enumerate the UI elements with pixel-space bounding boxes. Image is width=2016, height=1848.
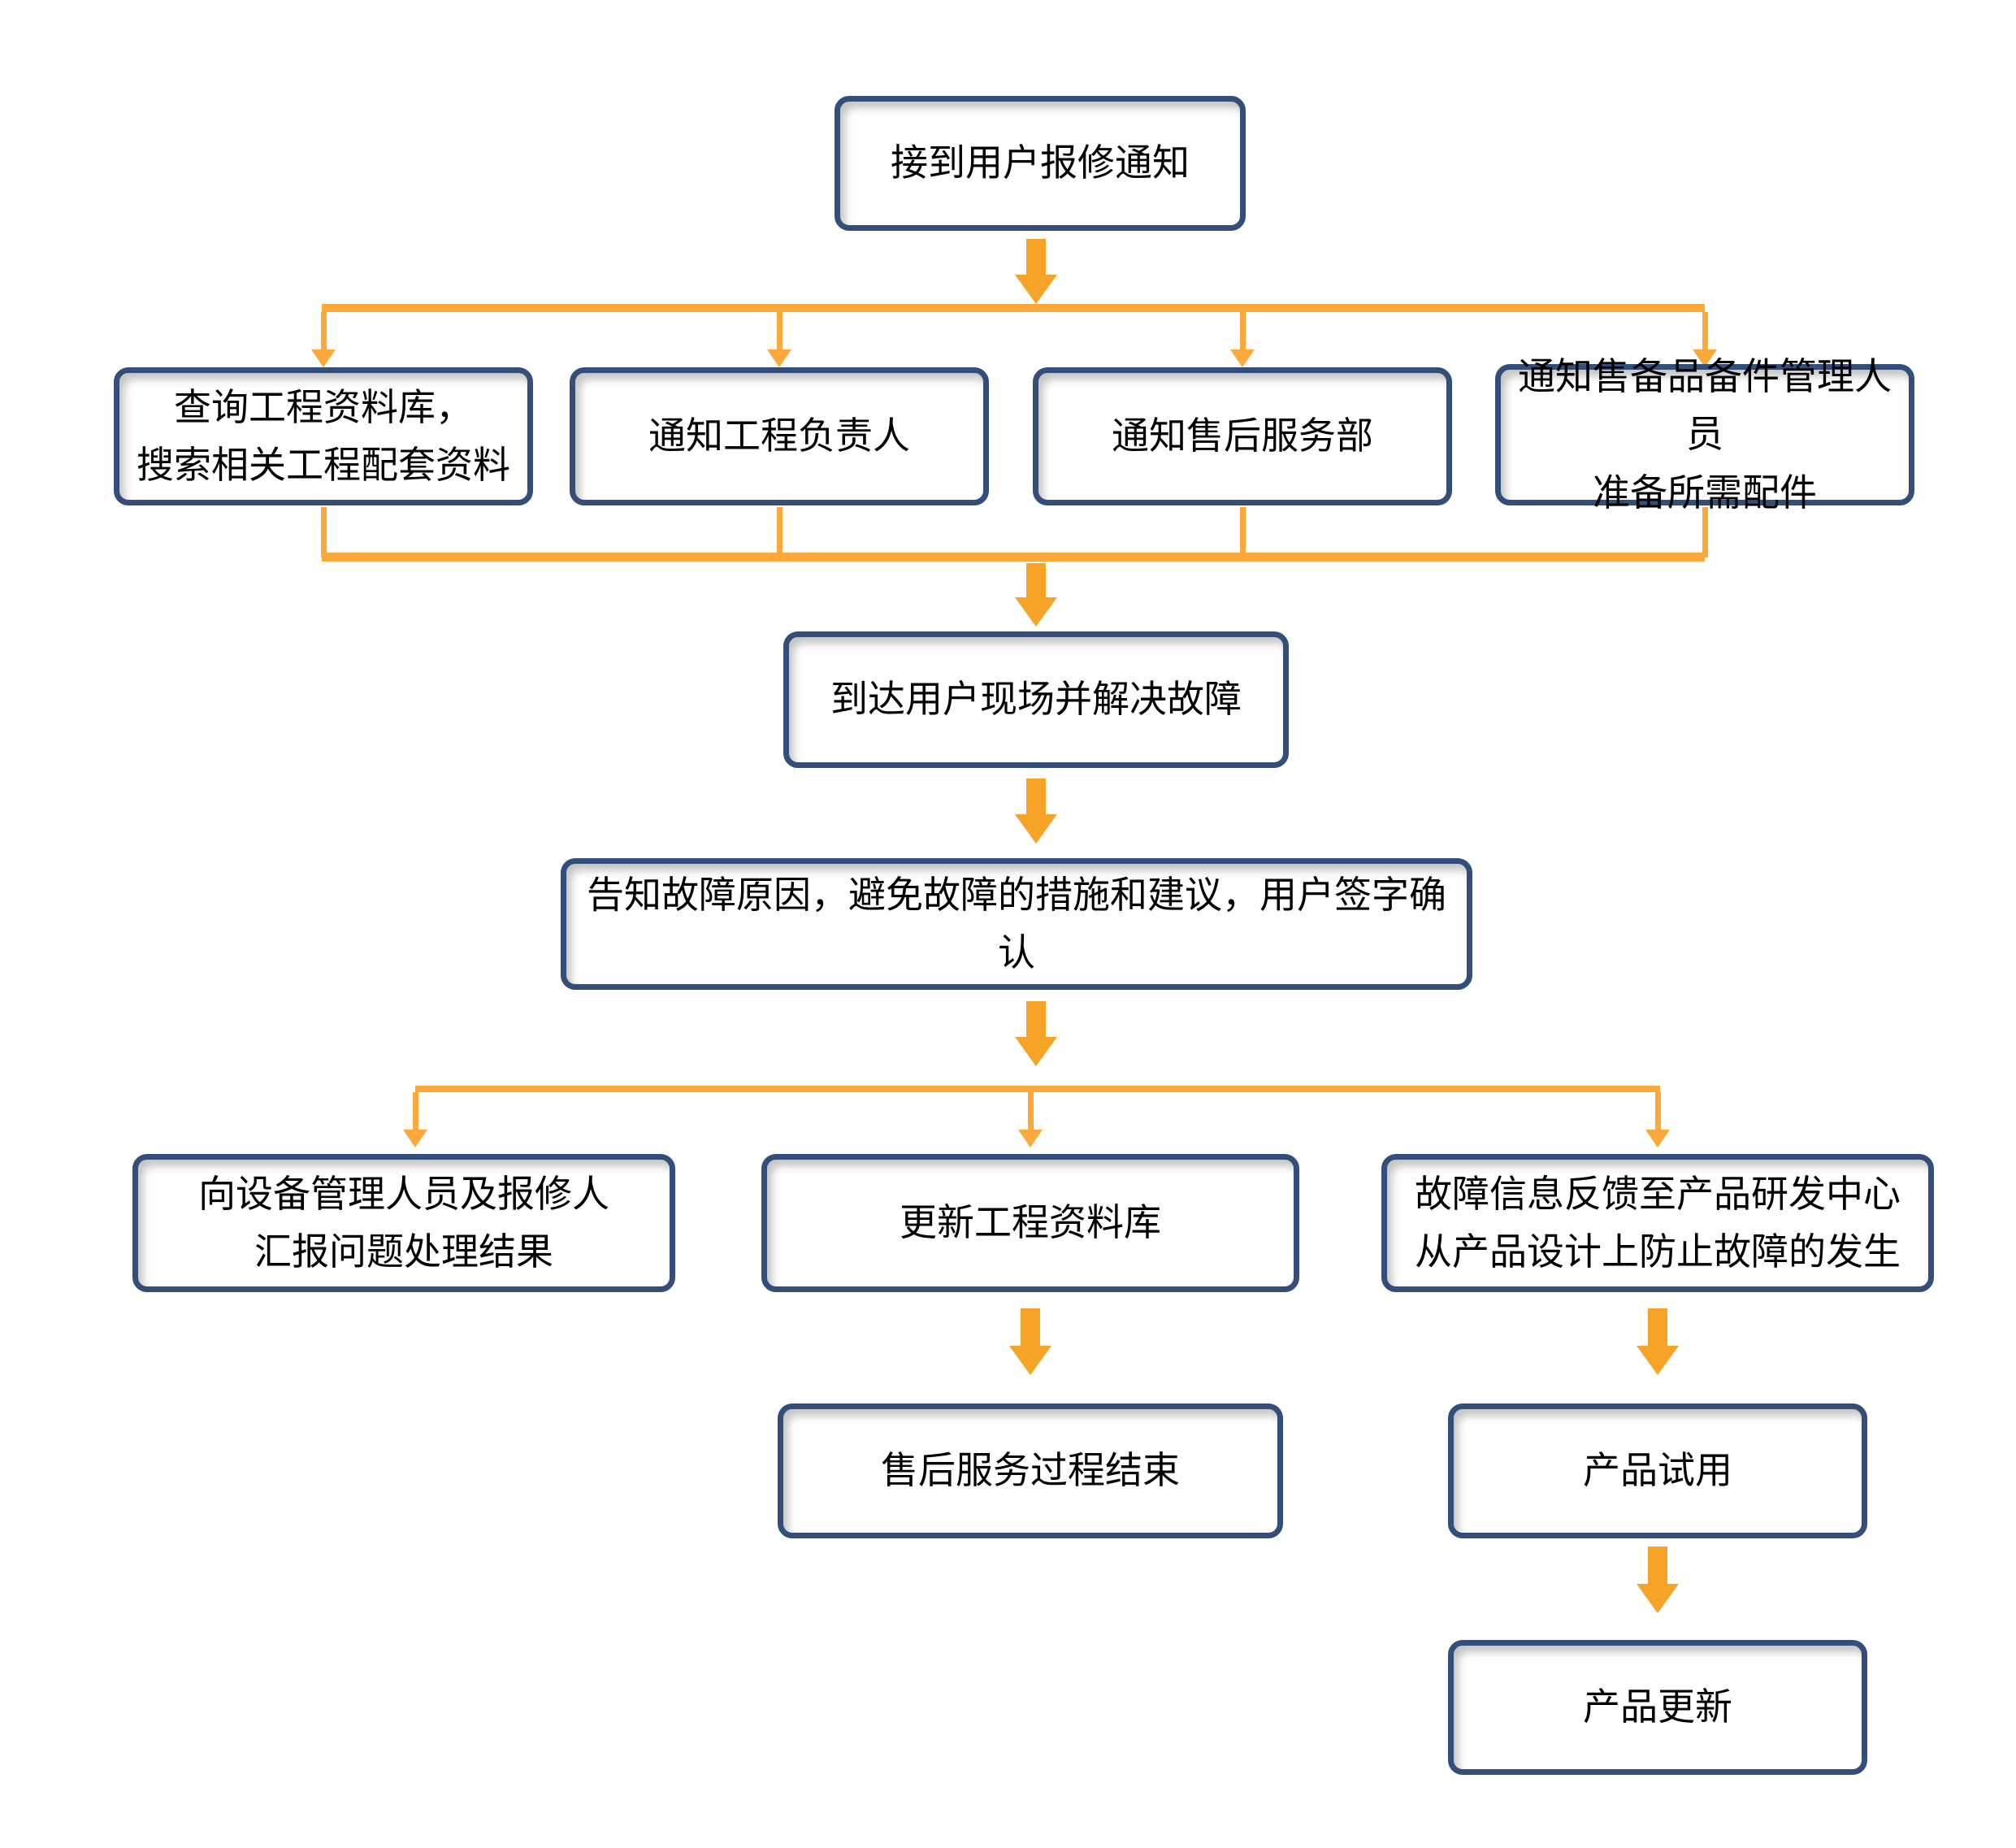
arrow-stem — [776, 312, 783, 349]
node-label: 查询工程资料库， 搜索相关工程配套资料 — [137, 385, 510, 486]
node-label: 通知工程负责人 — [648, 414, 910, 458]
converge-line-3 — [1240, 507, 1246, 557]
arrow-stem — [1702, 312, 1708, 349]
node-label: 通知售后服务部 — [1112, 414, 1373, 458]
arrow-stem — [1027, 1092, 1034, 1130]
branch1-drop-arrow-1 — [311, 312, 336, 367]
arrow-stem — [1648, 1547, 1667, 1584]
branch1-drop-arrow-2 — [767, 312, 791, 367]
arrow-update-to-end — [1009, 1308, 1051, 1375]
node-notify-spare-parts-manager: 通知售备品备件管理人员 准备所需配件 — [1495, 355, 1914, 514]
node-label: 产品试用 — [1583, 1449, 1732, 1492]
node-label: 产品更新 — [1583, 1685, 1732, 1729]
arrow-stem — [1026, 563, 1046, 597]
node-feedback-rd-center: 故障信息反馈至产品研发中心 从产品设计上防止故障的发生 — [1381, 1154, 1934, 1292]
arrow-inform-to-branch2 — [1015, 1001, 1057, 1066]
arrow-arrive-to-inform — [1015, 779, 1057, 844]
arrow-receive-to-branch1 — [1015, 239, 1057, 304]
node-label: 到达用户现场并解决故障 — [830, 678, 1242, 721]
branch2-drop-arrow-3 — [1645, 1092, 1670, 1147]
arrow-converge-to-arrive — [1015, 563, 1057, 627]
branch2-line — [415, 1086, 1660, 1092]
branch1-drop-arrow-4 — [1693, 312, 1717, 367]
node-product-trial: 产品试用 — [1448, 1403, 1867, 1538]
node-notify-after-sales-dept: 通知售后服务部 — [1033, 367, 1452, 505]
node-label: 接到用户报修通知 — [891, 141, 1190, 184]
arrow-stem — [320, 312, 327, 349]
converge-line-1 — [321, 507, 327, 557]
branch1-line — [322, 304, 1705, 312]
converge-line — [322, 553, 1705, 562]
arrow-stem — [1654, 1092, 1661, 1130]
arrow-head — [1637, 1346, 1679, 1375]
node-service-end: 售后服务过程结束 — [778, 1403, 1283, 1538]
converge-line-4 — [1702, 507, 1708, 557]
arrow-head — [1009, 1346, 1051, 1375]
arrow-head — [1018, 1130, 1043, 1147]
converge-line-2 — [777, 507, 783, 557]
node-label: 更新工程资料库 — [900, 1201, 1161, 1244]
arrow-head — [1230, 349, 1255, 367]
arrow-stem — [412, 1092, 418, 1130]
node-receive-notice: 接到用户报修通知 — [835, 96, 1246, 231]
node-label: 售后服务过程结束 — [881, 1449, 1180, 1492]
node-label: 通知售备品备件管理人员 准备所需配件 — [1518, 355, 1892, 514]
node-label: 告知故障原因，避免故障的措施和建议，用户签字确认 — [587, 873, 1446, 974]
node-notify-engineer: 通知工程负责人 — [570, 367, 989, 505]
branch2-drop-arrow-2 — [1018, 1092, 1043, 1147]
node-label: 向设备管理人员及报修人 汇报问题处理结果 — [198, 1172, 609, 1273]
arrow-stem — [1648, 1308, 1667, 1346]
node-query-database: 查询工程资料库， 搜索相关工程配套资料 — [114, 367, 533, 505]
arrow-stem — [1021, 1308, 1040, 1346]
arrow-head — [403, 1130, 427, 1147]
arrow-head — [1015, 275, 1057, 304]
arrow-head — [1637, 1584, 1679, 1613]
branch2-drop-arrow-1 — [403, 1092, 427, 1147]
node-label: 故障信息反馈至产品研发中心 从产品设计上防止故障的发生 — [1415, 1172, 1901, 1273]
branch1-drop-arrow-3 — [1230, 312, 1255, 367]
arrow-stem — [1026, 1001, 1046, 1037]
node-report-result: 向设备管理人员及报修人 汇报问题处理结果 — [132, 1154, 675, 1292]
arrow-head — [1645, 1130, 1670, 1147]
node-update-database: 更新工程资料库 — [761, 1154, 1299, 1292]
node-inform-cause-sign: 告知故障原因，避免故障的措施和建议，用户签字确认 — [561, 858, 1472, 990]
arrow-feedback-to-trial — [1637, 1308, 1679, 1375]
arrow-head — [311, 349, 336, 367]
arrow-head — [1015, 814, 1057, 844]
arrow-head — [1693, 349, 1717, 367]
arrow-trial-to-update — [1637, 1547, 1679, 1613]
node-product-update: 产品更新 — [1448, 1640, 1867, 1775]
arrow-head — [1015, 1037, 1057, 1066]
arrow-stem — [1026, 239, 1046, 275]
arrow-head — [1015, 597, 1057, 627]
arrow-stem — [1239, 312, 1246, 349]
arrow-stem — [1026, 779, 1046, 814]
node-arrive-and-fix: 到达用户现场并解决故障 — [783, 631, 1289, 768]
arrow-head — [767, 349, 791, 367]
